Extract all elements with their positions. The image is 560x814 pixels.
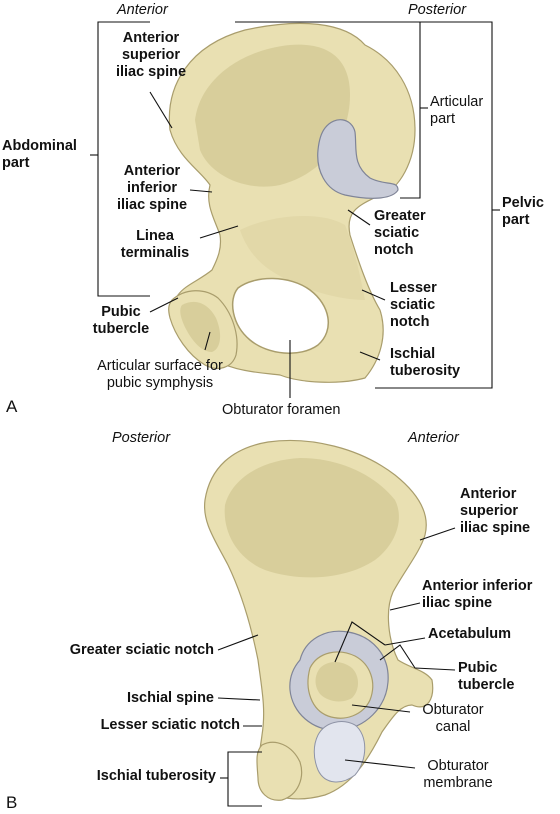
panel-b-ischial-tuberosity-label: Ischial tuberosity bbox=[96, 768, 216, 784]
panel-b-leaders bbox=[217, 527, 456, 807]
panel-a-linea-terminalis-label: Linea terminalis bbox=[120, 228, 190, 261]
panel-b-obturator-membrane-label: Obturator membrane bbox=[423, 758, 493, 791]
panel-a-letter: A bbox=[6, 397, 18, 416]
panel-a-pubic-tubercle-label: Pubic tubercle bbox=[92, 304, 150, 337]
panel-b-ischial-spine-label: Ischial spine bbox=[126, 690, 214, 706]
panel-b-anterior-direction: Anterior bbox=[408, 430, 459, 446]
panel-a-ischial-tuberosity-label: Ischial tuberosity bbox=[390, 346, 461, 379]
panel-b-lesser-sciatic-notch-label: Lesser sciatic notch bbox=[100, 717, 240, 733]
panel-b-letter: B bbox=[6, 793, 18, 812]
panel-a-posterior-direction: Posterior bbox=[408, 2, 467, 18]
panel-a-greater-sciatic-notch-label: Greater sciatic notch bbox=[374, 208, 426, 258]
panel-a-anterior-direction: Anterior bbox=[117, 2, 168, 18]
panel-a-lesser-sciatic-notch-label: Lesser sciatic notch bbox=[390, 280, 437, 330]
panel-b-asis-label: Anterior superior iliac spine bbox=[460, 486, 531, 536]
panel-a-abdominal-part-label: Abdominal part bbox=[2, 138, 77, 171]
panel-a-aiis-label: Anterior inferior iliac spine bbox=[116, 163, 188, 213]
panel-a-obturator-foramen-label: Obturator foramen bbox=[222, 402, 341, 418]
panel-a-leaders bbox=[149, 91, 386, 398]
panel-a-articular-part-label: Articular part bbox=[430, 94, 484, 127]
panel-b-obturator-canal-label: Obturator canal bbox=[422, 702, 484, 735]
panel-b-posterior-direction: Posterior bbox=[112, 430, 171, 446]
panel-a-asis-label: Anterior superior iliac spine bbox=[115, 30, 187, 80]
panel-b-pubic-tubercle-label: Pubic tubercle bbox=[458, 660, 515, 693]
panel-b-greater-sciatic-notch-label: Greater sciatic notch bbox=[69, 642, 214, 658]
panel-b-bone bbox=[203, 439, 434, 801]
panel-b-acetabulum-label: Acetabulum bbox=[428, 626, 511, 642]
panel-a-articular-surface-label: Articular surface for pubic symphysis bbox=[97, 358, 223, 391]
panel-a-pelvic-part-label: Pelvic part bbox=[502, 195, 544, 228]
panel-b-aiis-label: Anterior inferior iliac spine bbox=[422, 578, 533, 611]
panel-a-brackets bbox=[90, 21, 500, 389]
panel-a-bone bbox=[168, 22, 416, 383]
